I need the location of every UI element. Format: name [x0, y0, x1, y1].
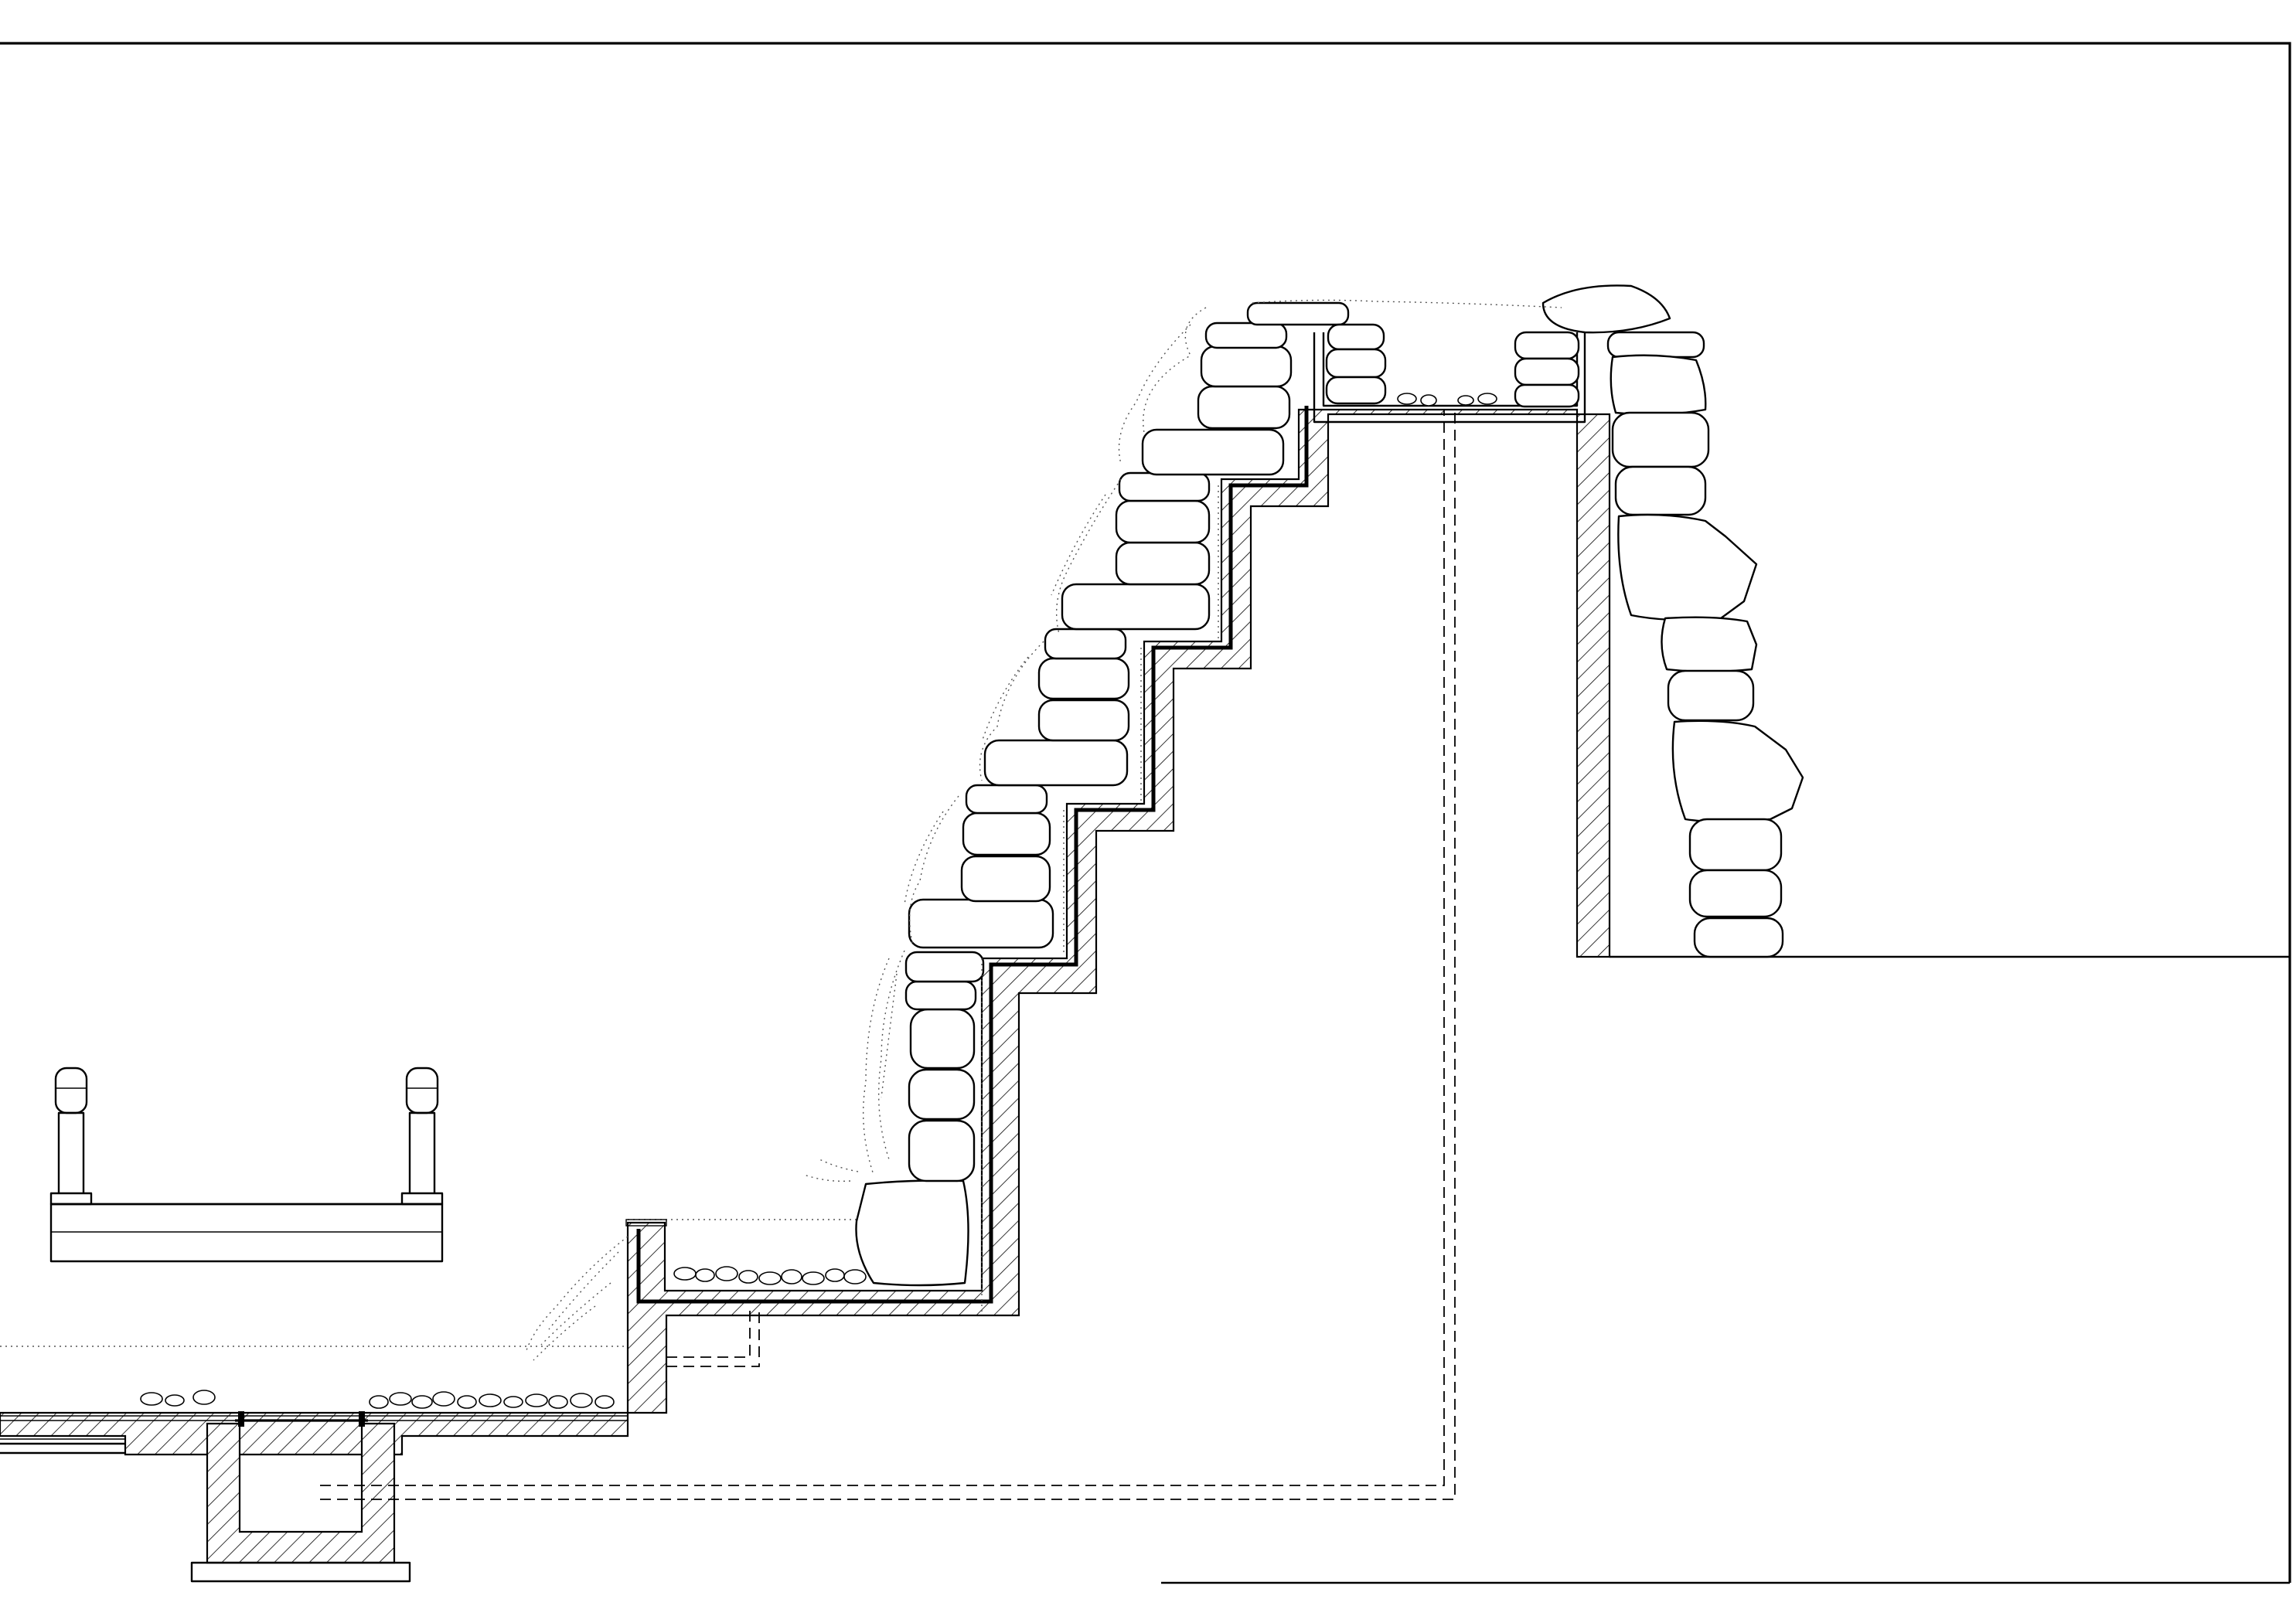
- sump-pit-base: [190, 1561, 411, 1583]
- cascade-stones: [855, 301, 1387, 1287]
- slope-stipple: [525, 299, 1562, 1361]
- pebbles-lower-basin: [673, 1266, 867, 1285]
- grate-post-right: [359, 1411, 365, 1427]
- spout-stones: [1514, 284, 1705, 408]
- stepped-channel-wall: [626, 408, 1611, 1414]
- pebbles-lower-pool: [140, 1390, 615, 1409]
- lower-ledge-cap: [625, 1219, 667, 1227]
- lower-pool-floor: [0, 1411, 629, 1456]
- upper-basin-rim: [1313, 332, 1586, 424]
- supply-pipe-dashed-3: [666, 1306, 760, 1367]
- supply-pipe-dashed-4: [666, 1306, 751, 1358]
- pillar-stones: [1610, 354, 1804, 958]
- pebbles-upper-basin: [1397, 393, 1497, 407]
- supply-pipe-dashed-2: [320, 410, 1456, 1500]
- channel-liner: [636, 406, 1309, 1304]
- railing-elevation: [49, 1067, 444, 1263]
- sheet-border: [0, 42, 2291, 1583]
- grate-post-left: [238, 1411, 244, 1427]
- backfill-dots: [981, 485, 1219, 1314]
- supply-pipe-dashed-1: [320, 410, 1445, 1486]
